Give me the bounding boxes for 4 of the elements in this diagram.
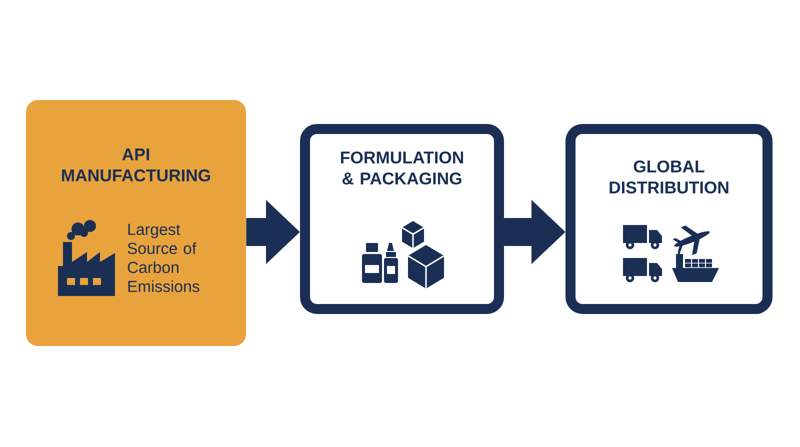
box-heading: API MANUFACTURING [62,148,210,182]
body-text: Largest Source of Carbon Emissions [128,224,200,292]
box-heading: FORMULATION & PACKAGING [340,151,464,185]
box-heading: GLOBAL DISTRIBUTION [610,160,728,194]
